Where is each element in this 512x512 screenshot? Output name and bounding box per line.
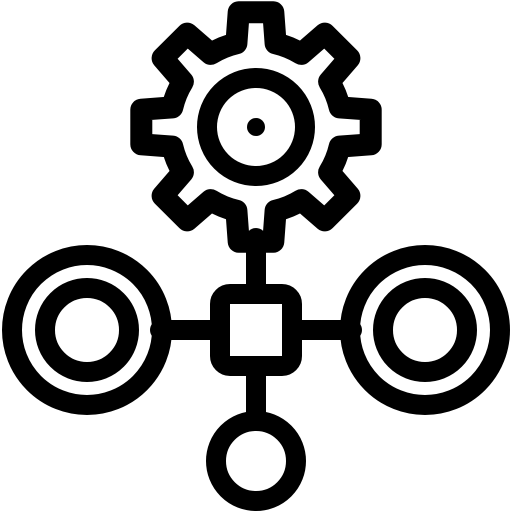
bottom-circle-node-icon [206,411,306,511]
gear-center-dot [247,118,265,136]
right-ring-node-icon [340,245,510,415]
left-ring-node-inner [35,278,139,382]
gear-inner-ring [197,68,315,186]
left-ring-node-icon [2,245,172,415]
gear-icon [130,1,382,253]
hub-square-icon [210,284,302,376]
right-ring-node-inner [373,278,477,382]
